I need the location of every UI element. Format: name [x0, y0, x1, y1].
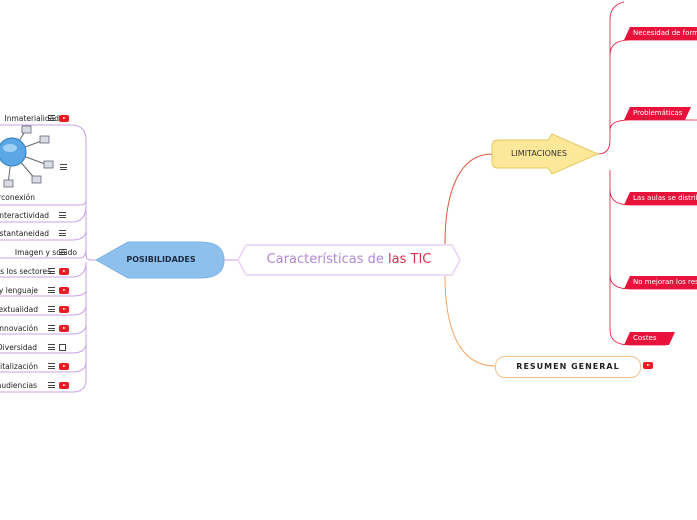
limitacion-aulas[interactable]: Las aulas se distribuyen: [624, 192, 697, 205]
limitacion-resultados[interactable]: No mejoran los resultados: [624, 276, 697, 289]
resumen-general-node[interactable]: RESUMEN GENERAL: [495, 356, 641, 378]
limitacion-necesidad-formacion[interactable]: Necesidad de formación: [624, 27, 697, 40]
limitacion-costes[interactable]: Costes: [624, 332, 675, 345]
limitaciones-node[interactable]: LIMITACIONES: [492, 135, 598, 173]
video-icon[interactable]: [643, 362, 653, 369]
limitacion-problematicas[interactable]: Problemáticas: [624, 107, 691, 120]
